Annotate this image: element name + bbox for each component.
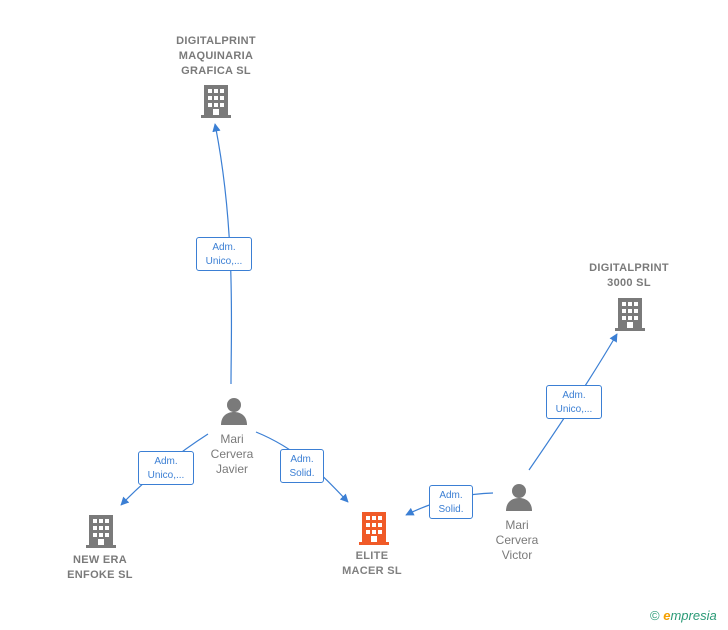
node-label-elite-macer[interactable]: ELITE MACER SL [342, 550, 402, 577]
edge-label-javier-to-maquinaria[interactable]: Adm. Unico,... [196, 237, 252, 271]
node-label-new-era[interactable]: NEW ERA ENFOKE SL [67, 554, 133, 581]
edge-label-victor-to-elite[interactable]: Adm. Solid. [429, 485, 473, 519]
edge-label-javier-to-elite[interactable]: Adm. Solid. [280, 449, 324, 483]
edge-label-javier-to-new-era[interactable]: Adm. Unico,... [138, 451, 194, 485]
person-icon[interactable] [221, 398, 247, 425]
building-icon[interactable] [201, 85, 231, 118]
building-icon[interactable] [615, 298, 645, 331]
edge-javier-to-maquinaria [212, 123, 233, 385]
node-label-digitalprint-maquinaria[interactable]: DIGITALPRINT MAQUINARIA GRAFICA SL [176, 35, 256, 77]
copyright-symbol: © [650, 608, 660, 623]
building-icon-main[interactable] [359, 512, 389, 545]
brand-first-letter: e [663, 608, 671, 623]
brand-name-rest: mpresia [670, 608, 717, 623]
node-label-digitalprint-3000[interactable]: DIGITALPRINT 3000 SL [589, 262, 669, 289]
node-label-mari-victor[interactable]: Mari Cervera Victor [495, 518, 539, 562]
edge-label-victor-to-3000[interactable]: Adm. Unico,... [546, 385, 602, 419]
node-label-mari-javier[interactable]: Mari Cervera Javier [210, 432, 254, 476]
person-icon[interactable] [506, 484, 532, 511]
building-icon[interactable] [86, 515, 116, 548]
empresia-brand: © empresia [650, 608, 717, 623]
